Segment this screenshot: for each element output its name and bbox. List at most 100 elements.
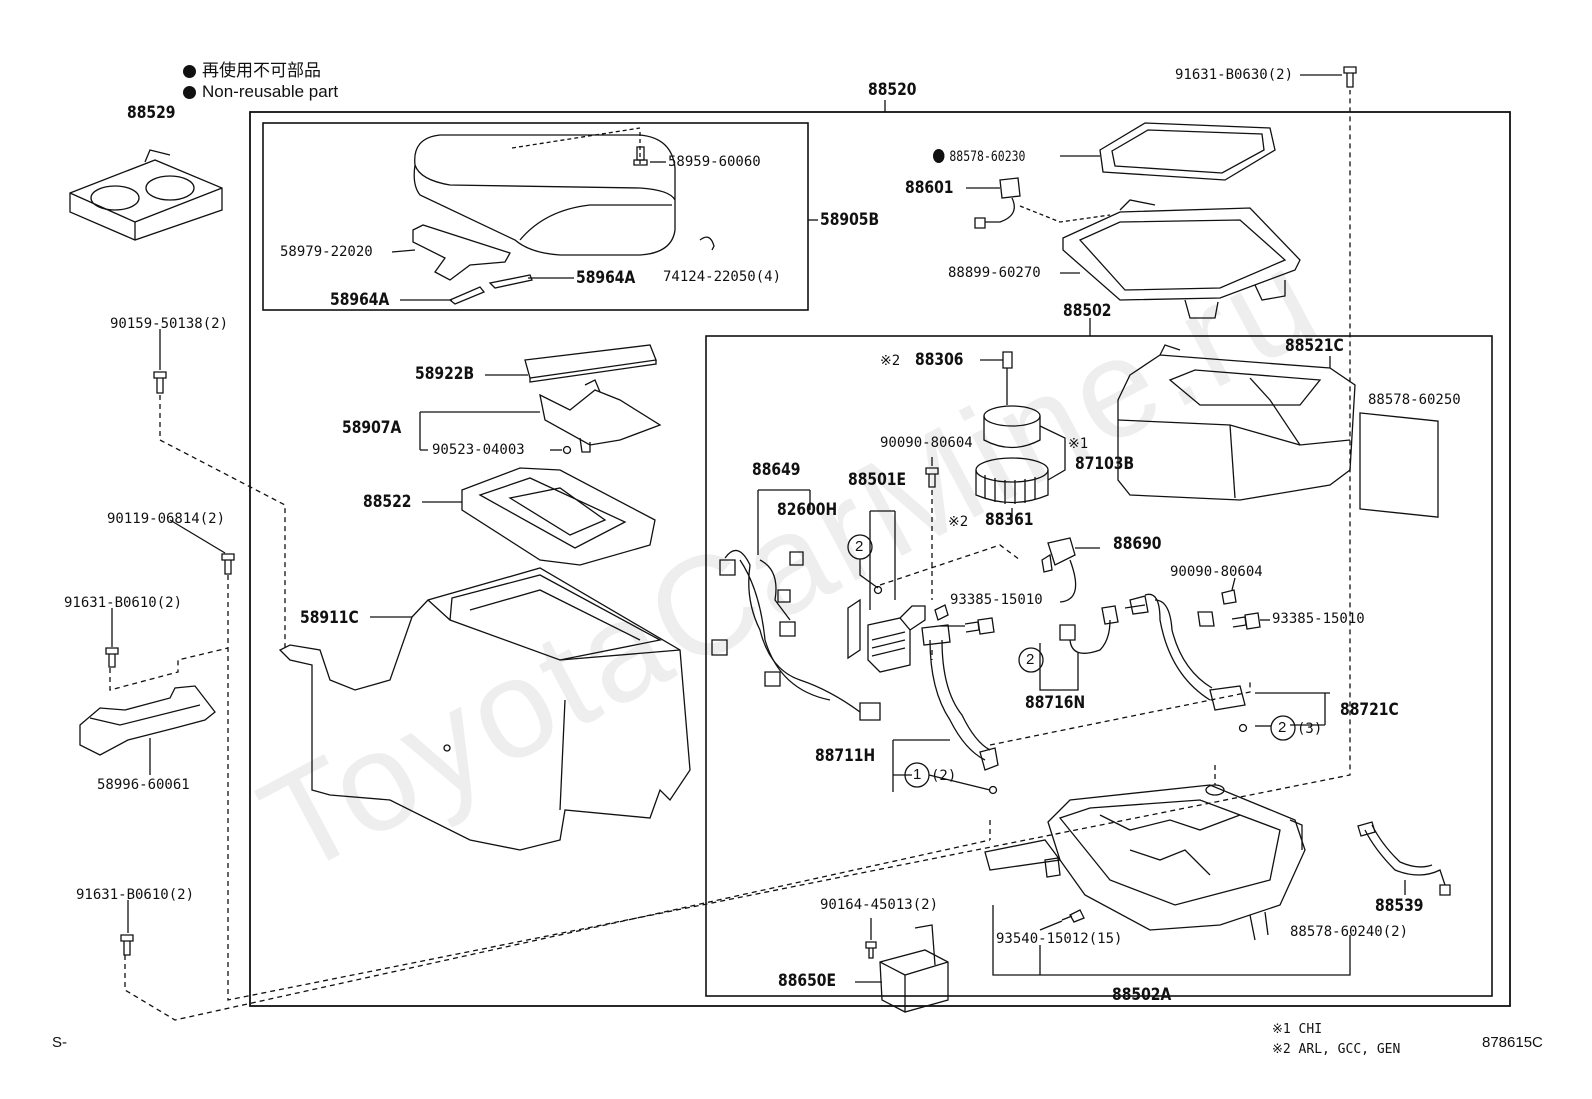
label-88601: 88601 xyxy=(905,178,954,198)
nut-90523 xyxy=(562,445,572,455)
label-90164: 90164-45013(2) xyxy=(820,897,939,913)
frame-88502 xyxy=(705,335,1493,997)
tray-88522 xyxy=(461,467,656,566)
label-90523: 90523-04003 xyxy=(432,442,525,458)
bracket-88649 xyxy=(757,489,811,555)
dash-left-1 xyxy=(159,395,286,650)
label-58959: 58959-60060 xyxy=(668,154,761,170)
label-88899: 88899-60270 xyxy=(948,265,1041,281)
leader-87103b xyxy=(1039,425,1066,481)
frame-88899 xyxy=(1062,199,1301,319)
label-88502a: 88502A xyxy=(1112,985,1172,1005)
cup-holder-88529 xyxy=(69,149,223,241)
dash-left-2 xyxy=(227,90,1351,1001)
circle-label-2-a: 2 xyxy=(855,538,864,555)
label-88361: 88361 xyxy=(985,510,1034,530)
latch-58964a xyxy=(448,274,533,305)
label-88502: 88502 xyxy=(1063,301,1112,321)
label-90159: 90159-50138(2) xyxy=(110,316,229,332)
label-91631-b0610-a: 91631-B0610(2) xyxy=(64,595,183,611)
bracket-58907a-brace xyxy=(419,411,540,451)
non-reusable-dot-icon xyxy=(183,65,196,79)
label-88529: 88529 xyxy=(127,103,176,123)
screw-93540 xyxy=(1061,909,1085,923)
label-90090-b: 90090-80604 xyxy=(1170,564,1263,580)
hose-88539 xyxy=(1357,821,1451,896)
label-88711h-qty: (2) xyxy=(931,768,957,784)
corner-code: S- xyxy=(52,1034,67,1051)
label-88520: 88520 xyxy=(868,80,917,100)
bolt-91631-b xyxy=(120,934,134,956)
label-93540: 93540-15012(15) xyxy=(996,931,1123,947)
unit-88650e xyxy=(879,924,949,1013)
figure-id: 878615C xyxy=(1482,1034,1543,1051)
label-82600h: 82600H xyxy=(777,500,838,520)
circle-label-2-c: 2 xyxy=(1278,719,1287,736)
label-58907a: 58907A xyxy=(342,418,402,438)
label-88522: 88522 xyxy=(363,492,412,512)
bolt-93385-a xyxy=(964,617,995,635)
non-reusable-dot-icon xyxy=(933,149,945,163)
label-58964a-right: 58964A xyxy=(576,268,636,288)
label-93385-a: 93385-15010 xyxy=(950,592,1043,608)
frame-88520 xyxy=(249,111,1511,1007)
label-88539: 88539 xyxy=(1375,896,1424,916)
non-reusable-dot-icon xyxy=(183,86,196,100)
case-88502a xyxy=(984,784,1306,941)
bolt-91631-a xyxy=(105,647,119,668)
screw-90164 xyxy=(865,941,877,959)
cover-88521c xyxy=(1117,344,1356,501)
oring-88721c xyxy=(1238,723,1248,733)
leader-93540 xyxy=(1039,920,1063,931)
bolt-90090-b xyxy=(1221,589,1237,605)
harness-88649 xyxy=(711,549,881,721)
frame-58905b xyxy=(262,122,809,311)
console-lid xyxy=(413,127,676,256)
label-88578-60250: 88578-60250 xyxy=(1368,392,1461,408)
label-58905b: 58905B xyxy=(820,210,880,230)
gasket-88578-60230 xyxy=(1099,122,1276,181)
label-88578-60230: 88578-60230 xyxy=(933,148,1025,165)
clip-74124 xyxy=(699,236,715,251)
bracket-88711h xyxy=(892,739,950,792)
pad-58922b xyxy=(524,344,657,383)
label-87103b-mark: ※1 xyxy=(1068,436,1089,452)
sensor-88690 xyxy=(1041,537,1077,603)
unit-88501e xyxy=(847,598,949,673)
console-box-58911c xyxy=(278,567,691,851)
label-88716n: 88716N xyxy=(1025,693,1086,713)
legend-jp: 再使用不可部品 xyxy=(183,62,321,79)
label-88650e: 88650E xyxy=(778,971,837,991)
dash-left-4 xyxy=(124,839,991,1021)
label-88306-mark: ※2 xyxy=(880,353,901,369)
label-93385-b: 93385-15010 xyxy=(1272,611,1365,627)
bolt-90090-a xyxy=(925,467,939,488)
pipe-88716n xyxy=(1059,605,1119,654)
leader-90090-b xyxy=(1231,577,1236,591)
bracket-88501e xyxy=(869,510,896,610)
label-88361-mark: ※2 xyxy=(948,514,969,530)
note-1: ※1 CHI xyxy=(1272,1022,1323,1037)
bolt-90159 xyxy=(153,371,167,394)
label-91631-b0610-b: 91631-B0610(2) xyxy=(76,887,195,903)
label-90119: 90119-06814(2) xyxy=(107,511,226,527)
leader-circle-1 xyxy=(928,774,991,791)
leader-90119 xyxy=(169,519,226,554)
oring-88501e xyxy=(873,585,883,595)
label-88578-60240: 88578-60240(2) xyxy=(1290,924,1409,940)
leader-circle-2-a xyxy=(859,559,879,589)
label-88306: 88306 xyxy=(915,350,964,370)
circle-marker-2-c xyxy=(1270,715,1296,741)
label-88521c: 88521C xyxy=(1285,336,1344,356)
oring-88711h xyxy=(988,785,998,795)
label-88690: 88690 xyxy=(1113,534,1162,554)
bracket-88716n xyxy=(1039,643,1079,691)
leader-58979 xyxy=(391,249,416,253)
label-58922b: 58922B xyxy=(415,364,475,384)
bolt-91631-b0630 xyxy=(1343,66,1357,88)
note-2: ※2 ARL, GCC, GEN xyxy=(1272,1042,1401,1057)
blower-87103b xyxy=(975,351,1049,504)
bracket-58996 xyxy=(79,685,216,756)
dash-inner-2 xyxy=(879,544,1021,586)
